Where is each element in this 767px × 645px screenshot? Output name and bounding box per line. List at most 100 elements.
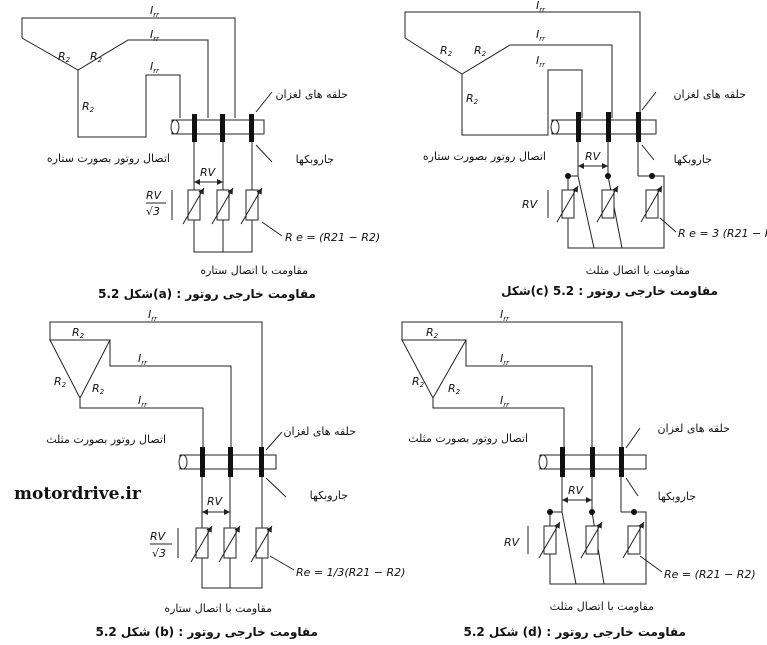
current-label: Irr bbox=[536, 54, 546, 69]
panel-d: Irr Irr Irr R2 R2 R2 bbox=[401, 308, 756, 640]
slip-rings-label: حلقه های لغزان bbox=[275, 88, 348, 101]
r2-label: R2 bbox=[54, 375, 67, 389]
resistor-connection-label: مقاومت با اتصال مثلث bbox=[550, 600, 654, 613]
slip-ring bbox=[619, 447, 624, 477]
formula: R e = 3 (R21 − R bbox=[678, 227, 767, 240]
variable-resistors bbox=[182, 187, 263, 225]
r2-label: R2 bbox=[58, 50, 71, 64]
watermark: motordrive.ir bbox=[14, 484, 142, 504]
current-label: Irr bbox=[138, 394, 148, 409]
winding-resistance-labels: R2 R2 R2 bbox=[440, 44, 487, 106]
panel-a: Irr Irr Irr R2 R2 R2 RV bbox=[21, 4, 380, 302]
svg-text:RV: RV bbox=[585, 150, 602, 163]
slip-rings-label: حلقه های لغزان bbox=[657, 422, 730, 435]
current-label: Irr bbox=[150, 28, 160, 43]
svg-text:RV: RV bbox=[150, 530, 167, 543]
slip-ring bbox=[228, 447, 233, 477]
winding-resistance-labels: R2 R2 R2 bbox=[412, 326, 461, 396]
slip-ring bbox=[606, 112, 611, 142]
slip-ring bbox=[200, 447, 205, 477]
panel-b: Irr Irr Irr R2 R2 R2 RV bbox=[14, 308, 405, 640]
svg-text:RV: RV bbox=[200, 166, 217, 179]
slip-ring bbox=[590, 447, 595, 477]
svg-text:RV: RV bbox=[504, 536, 521, 549]
slip-ring bbox=[192, 114, 197, 142]
rotor-star-winding bbox=[404, 11, 641, 136]
r2-label: R2 bbox=[448, 382, 461, 396]
current-labels: Irr Irr Irr bbox=[500, 308, 510, 409]
figure-caption: شکل 5.2(a) : مقاومت خارجی روتور bbox=[98, 287, 316, 302]
slip-rings-label: حلقه های لغزان bbox=[673, 88, 746, 101]
brushes-label: جاروبکها bbox=[310, 489, 348, 502]
panel-c: Irr Irr Irr R2 R2 R2 bbox=[404, 0, 767, 299]
slip-ring bbox=[636, 112, 641, 142]
r2-label: R2 bbox=[412, 375, 425, 389]
current-label: Irr bbox=[500, 394, 510, 409]
brushes-label: جاروبکها bbox=[674, 153, 712, 166]
slip-ring bbox=[249, 114, 254, 142]
r2-label: R2 bbox=[466, 92, 479, 106]
svg-text:RV: RV bbox=[522, 198, 539, 211]
rv-dimension: RV RV √3 bbox=[150, 495, 230, 560]
current-label: Irr bbox=[500, 308, 510, 323]
figure-caption: شکل(c) 5.2 : مقاومت خارجی روتور bbox=[501, 284, 718, 299]
current-labels: Irr Irr Irr bbox=[138, 308, 158, 409]
formula: Re = 1/3(R21 − R2) bbox=[296, 566, 405, 579]
rv-dimension: RV RV bbox=[522, 150, 608, 218]
svg-text:√3: √3 bbox=[152, 547, 166, 560]
figure-caption: شکل 5.2 (d) : مقاومت خارجی روتور bbox=[463, 625, 686, 640]
r2-label: R2 bbox=[426, 326, 439, 340]
shaft bbox=[178, 447, 277, 477]
rotor-delta-winding bbox=[49, 321, 263, 448]
current-labels: Irr Irr Irr bbox=[150, 4, 160, 75]
resistor-connection-label: مقاومت با اتصال ستاره bbox=[164, 602, 272, 615]
r2-label: R2 bbox=[474, 44, 487, 58]
r2-label: R2 bbox=[92, 382, 105, 396]
figure-caption: شکل 5.2 (b) : مقاومت خارجی روتور bbox=[95, 625, 318, 640]
rv-dimension: RV RV √3 bbox=[146, 166, 223, 220]
r2-label: R2 bbox=[72, 326, 85, 340]
svg-text:√3: √3 bbox=[146, 205, 160, 218]
current-label: Irr bbox=[150, 60, 160, 75]
winding-resistance-labels: R2 R2 R2 bbox=[58, 50, 103, 114]
shaft bbox=[538, 447, 647, 477]
rotor-connection-label: اتصال روتور بصورت ستاره bbox=[47, 152, 170, 165]
formula: R e = (R21 − R2) bbox=[285, 231, 380, 244]
current-label: Irr bbox=[148, 308, 158, 323]
rotor-delta-winding bbox=[401, 321, 623, 448]
rv-dimension: RV RV bbox=[504, 484, 592, 554]
current-label: Irr bbox=[150, 4, 160, 19]
brushes-label: جاروبکها bbox=[296, 153, 334, 166]
delta-resistor-network bbox=[556, 173, 665, 249]
current-label: Irr bbox=[536, 28, 546, 43]
shaft bbox=[170, 114, 265, 142]
current-label: Irr bbox=[138, 352, 148, 367]
variable-resistors bbox=[190, 525, 273, 563]
resistor-connection-label: مقاومت با اتصال ستاره bbox=[200, 264, 308, 277]
current-label: Irr bbox=[536, 0, 546, 14]
slip-rings-label: حلقه های لغزان bbox=[283, 425, 356, 438]
svg-text:RV: RV bbox=[568, 484, 585, 497]
r2-label: R2 bbox=[90, 50, 103, 64]
svg-text:RV: RV bbox=[146, 189, 163, 202]
current-labels: Irr Irr Irr bbox=[536, 0, 546, 69]
rotor-star-winding bbox=[21, 17, 236, 138]
rotor-connection-label: اتصال روتور بصورت مثلث bbox=[408, 432, 528, 445]
slip-ring bbox=[576, 112, 581, 142]
current-label: Irr bbox=[500, 352, 510, 367]
rotor-connection-label: اتصال روتور بصورت مثلث bbox=[46, 433, 166, 446]
winding-resistance-labels: R2 R2 R2 bbox=[54, 326, 105, 396]
slip-ring bbox=[560, 447, 565, 477]
formula: Re = (R21 − R2) bbox=[664, 568, 756, 581]
slip-ring bbox=[220, 114, 225, 142]
r2-label: R2 bbox=[82, 100, 95, 114]
brushes-label: جاروبکها bbox=[658, 490, 696, 503]
svg-text:RV: RV bbox=[207, 495, 224, 508]
delta-resistor-network bbox=[538, 509, 647, 585]
resistor-connection-label: مقاومت با اتصال مثلث bbox=[586, 264, 690, 277]
slip-ring bbox=[259, 447, 264, 477]
rotor-connection-label: اتصال روتور بصورت ستاره bbox=[423, 150, 546, 163]
shaft bbox=[550, 112, 657, 142]
r2-label: R2 bbox=[440, 44, 453, 58]
